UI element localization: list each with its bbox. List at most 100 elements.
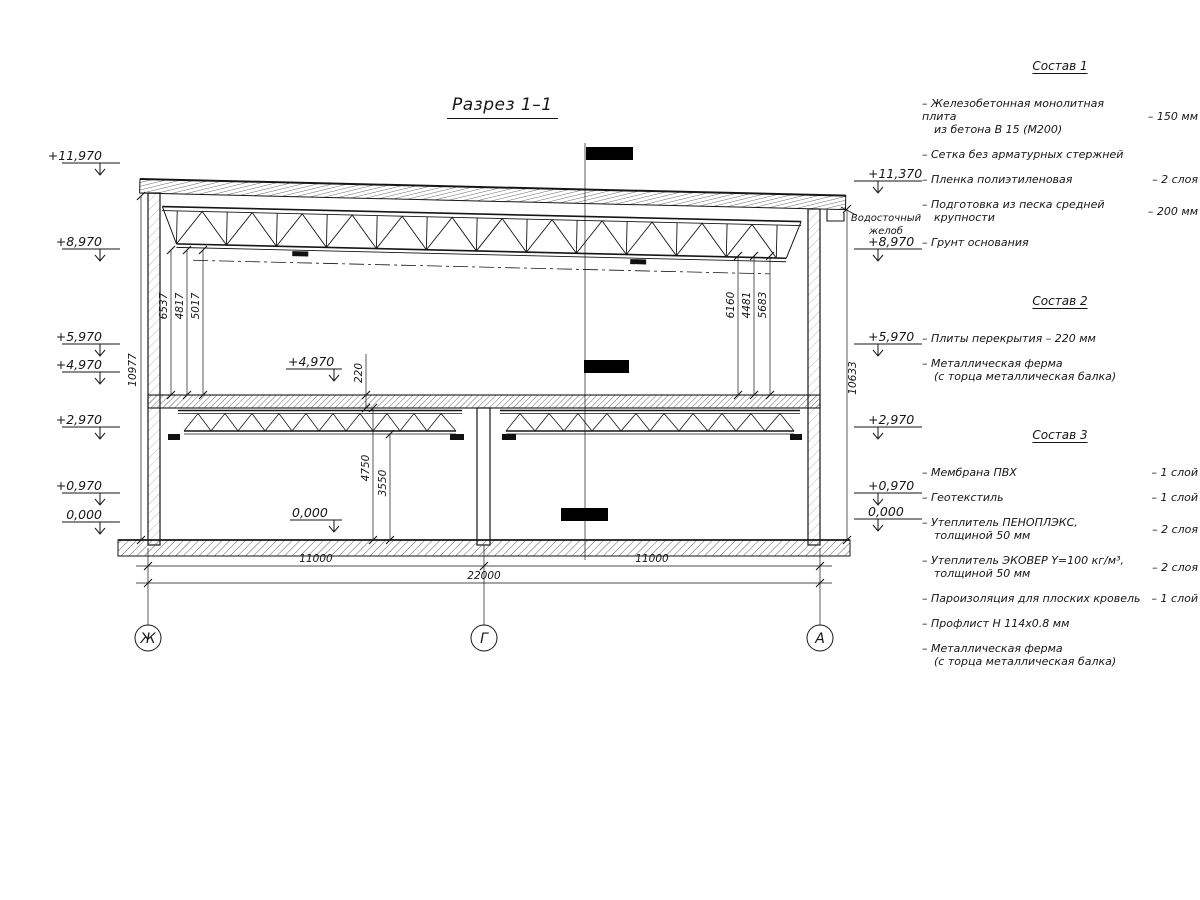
spec-line: толщиной 50 мм bbox=[934, 567, 1031, 580]
truss-splice-plate bbox=[630, 259, 647, 265]
spec-group-3: Состав 3 – Мембрана ПВХ – 1 слой – Геоте… bbox=[922, 428, 1198, 669]
axis-letter: Г bbox=[480, 631, 489, 647]
elevation-mark: +2,970 bbox=[56, 412, 102, 427]
spec-item-value: – 150 мм bbox=[1147, 110, 1198, 123]
elevation-arrow-icon bbox=[62, 248, 120, 262]
spec-item: – Профлист Н 114х0.8 мм bbox=[922, 617, 1198, 630]
dim-label: 11000 bbox=[635, 553, 669, 565]
spec-item-value: – 2 слоя bbox=[1152, 560, 1198, 574]
spec-line: – Металлическая ферма bbox=[922, 642, 1063, 655]
spec-group-title: Состав 1 bbox=[1032, 59, 1088, 73]
dims-bottom: 11000 11000 22000 bbox=[136, 545, 832, 625]
section-marker bbox=[586, 147, 633, 160]
spec-item-value: – 2 слоя bbox=[1152, 173, 1198, 186]
section-title: Разрез 1–1 bbox=[447, 95, 558, 119]
elevation-mark: +11,370 bbox=[868, 166, 922, 181]
spec-item: – Пленка полиэтиленовая – 2 слоя bbox=[922, 173, 1198, 186]
elevation-arrow-icon bbox=[286, 368, 342, 382]
truss-bearing bbox=[502, 434, 516, 440]
elevation-mark: +11,970 bbox=[48, 148, 102, 163]
spec-item-value: – 200 мм bbox=[1147, 204, 1198, 218]
spec-item-text: – Пароизоляция для плоских кровель bbox=[922, 592, 1146, 605]
floor-truss-right bbox=[500, 409, 802, 440]
spec-item-value: – 1 слой bbox=[1151, 592, 1198, 605]
spec-item-value: – 1 слой bbox=[1151, 466, 1198, 479]
elevation-arrow-icon bbox=[62, 371, 120, 385]
elevation-arrow-icon bbox=[854, 492, 922, 506]
dim-label: 5683 bbox=[757, 292, 769, 319]
elevation-mark: +8,970 bbox=[56, 234, 102, 249]
floor-truss-left bbox=[168, 409, 464, 440]
spec-group-1: Состав 1 – Железобетонная монолитная пли… bbox=[922, 59, 1198, 250]
elevation-marks-inner: +4,970 0,000 bbox=[286, 354, 342, 533]
elevation-mark: +5,970 bbox=[868, 329, 914, 344]
dim-label: 3550 bbox=[377, 469, 389, 496]
elevation-mark: +0,970 bbox=[868, 478, 914, 493]
spec-item: – Металлическая ферма (с торца металличе… bbox=[922, 357, 1198, 383]
spec-item-text: – Утеплитель ПЕНОПЛЭКС, толщиной 50 мм bbox=[922, 516, 1146, 542]
spec-item: – Грунт основания bbox=[922, 236, 1198, 249]
elevation-arrow-icon bbox=[854, 426, 922, 440]
spec-line: – Утеплитель ПЕНОПЛЭКС, bbox=[922, 516, 1078, 529]
axis-letter: Ж bbox=[139, 631, 156, 647]
bracing-centerline bbox=[193, 259, 770, 275]
floor-slab bbox=[147, 394, 821, 409]
elevation-mark: +0,970 bbox=[56, 478, 102, 493]
spec-group-title: Состав 2 bbox=[1032, 294, 1088, 308]
spec-item-text: – Металлическая ферма (с торца металличе… bbox=[922, 642, 1192, 668]
spec-item-text: – Подготовка из песка средней крупности bbox=[922, 198, 1142, 224]
spec-item-text: – Железобетонная монолитная плита из бет… bbox=[922, 97, 1142, 136]
elevation-mark: +8,970 bbox=[868, 234, 914, 249]
spec-item-text: – Грунт основания bbox=[922, 236, 1192, 249]
elevation-arrow-icon bbox=[854, 248, 922, 262]
right-wall bbox=[807, 208, 821, 546]
spec-item: – Утеплитель ЭКОВЕР Y=100 кг/м³, толщино… bbox=[922, 554, 1198, 580]
spec-line: – Грунт основания bbox=[922, 236, 1029, 249]
spec-item-text: – Профлист Н 114х0.8 мм bbox=[922, 617, 1192, 630]
spec-item-text: – Металлическая ферма (с торца металличе… bbox=[922, 357, 1192, 383]
spec-line: – Плиты перекрытия – 220 мм bbox=[922, 332, 1096, 345]
gutter-label: Водосточный желоб bbox=[851, 213, 922, 237]
elevation-arrow-icon bbox=[854, 180, 922, 194]
spec-group-title: Состав 3 bbox=[1032, 428, 1088, 442]
center-column bbox=[476, 407, 491, 546]
spec-item: – Утеплитель ПЕНОПЛЭКС, толщиной 50 мм –… bbox=[922, 516, 1198, 542]
dims-outer: 10977 10633 bbox=[127, 191, 859, 545]
dim-label: 4817 bbox=[174, 292, 186, 319]
spec-line: – Металлическая ферма bbox=[922, 357, 1063, 370]
spec-item: – Металлическая ферма (с торца металличе… bbox=[922, 642, 1198, 668]
truss-bearing bbox=[168, 434, 180, 440]
spec-item-text: – Пленка полиэтиленовая bbox=[922, 173, 1146, 186]
dims-center: 220 4750 3550 bbox=[353, 354, 395, 545]
spec-line: – Утеплитель ЭКОВЕР Y=100 кг/м³, bbox=[922, 554, 1124, 567]
elevation-mark: +4,970 bbox=[56, 357, 102, 372]
dim-label: 4750 bbox=[360, 454, 372, 481]
elevation-mark: 0,000 bbox=[292, 505, 328, 520]
truss-bearing bbox=[790, 434, 802, 440]
dim-label: 10633 bbox=[847, 361, 859, 394]
spec-line: (с торца металлическая балка) bbox=[934, 370, 1117, 383]
spec-item-text: – Мембрана ПВХ bbox=[922, 466, 1146, 479]
roof-slab bbox=[139, 178, 847, 211]
spec-line: – Профлист Н 114х0.8 мм bbox=[922, 617, 1070, 630]
spec-item-text: – Геотекстиль bbox=[922, 491, 1146, 504]
spec-item: – Мембрана ПВХ – 1 слой bbox=[922, 466, 1198, 479]
spec-line: из бетона В 15 (М200) bbox=[934, 123, 1063, 136]
gutter-label-line1: Водосточный bbox=[851, 213, 922, 224]
elevation-arrow-icon bbox=[854, 343, 922, 357]
dim-label: 5017 bbox=[190, 292, 202, 319]
spec-item-text: – Сетка без арматурных стержней bbox=[922, 148, 1192, 161]
elevation-arrow-icon bbox=[854, 518, 922, 532]
elevation-arrow-icon bbox=[62, 521, 120, 535]
spec-line: крупности bbox=[934, 211, 995, 224]
spec-item-value: – 1 слой bbox=[1151, 491, 1198, 504]
spec-group-2: Состав 2 – Плиты перекрытия – 220 мм – М… bbox=[922, 294, 1198, 384]
section-marker bbox=[561, 508, 608, 521]
elevation-mark: +4,970 bbox=[288, 354, 334, 369]
elevation-arrow-icon bbox=[62, 426, 120, 440]
spec-line: – Пароизоляция для плоских кровель bbox=[922, 592, 1141, 605]
spec-item-value: – 2 слоя bbox=[1152, 522, 1198, 536]
spec-line: – Железобетонная монолитная плита bbox=[922, 97, 1105, 123]
axis-bubble bbox=[806, 624, 834, 652]
